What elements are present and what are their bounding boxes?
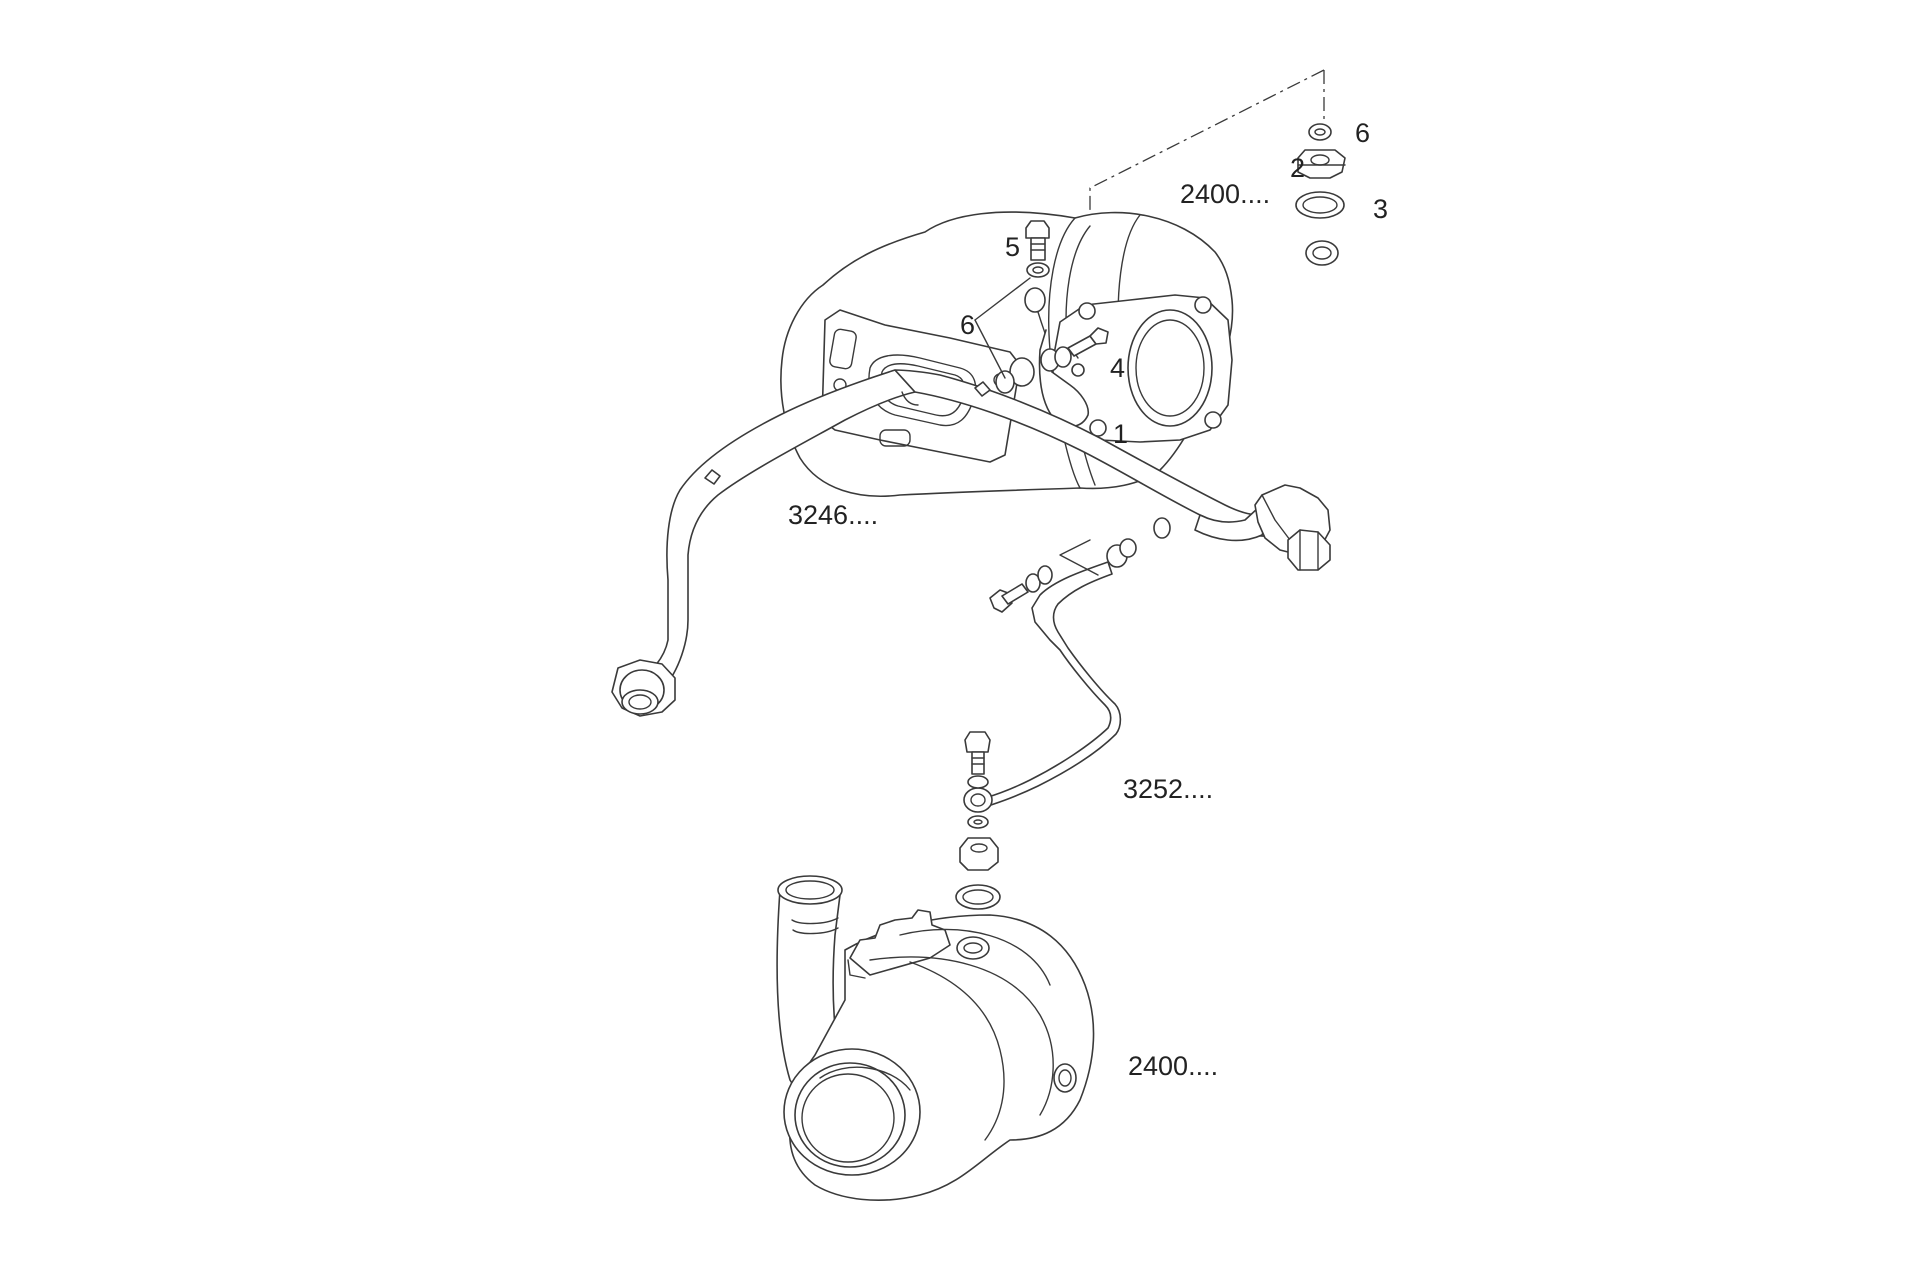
seal-ring-3	[1295, 191, 1345, 219]
label-turbo-bottom: 2400....	[1128, 1051, 1218, 1081]
callouts: 2400.... 3246.... 3252.... 2400.... 6 2 …	[788, 118, 1388, 1081]
label-item-6-right: 6	[1355, 118, 1370, 148]
pipe-3252[interactable]	[963, 538, 1137, 813]
plug-lower	[959, 837, 999, 871]
seal-ring-lower	[955, 884, 1001, 910]
label-item-4: 4	[1110, 353, 1125, 383]
bolt-5	[1025, 220, 1050, 239]
bolt-lower	[964, 731, 991, 753]
label-item-2: 2	[1290, 153, 1305, 183]
label-pipe-3252: 3252....	[1123, 774, 1213, 804]
plug-2	[1297, 149, 1346, 179]
fittings-lower-stack[interactable]	[955, 731, 1001, 910]
washer-6-top	[1308, 123, 1332, 141]
turbocharger-bottom[interactable]	[776, 875, 1095, 1201]
label-item-6-left: 6	[960, 310, 975, 340]
pipe-3246[interactable]	[611, 369, 1331, 717]
washer-6-left	[995, 370, 1015, 394]
label-item-3: 3	[1373, 194, 1388, 224]
label-turbo-top: 2400....	[1180, 179, 1270, 209]
fittings-top-right[interactable]	[1295, 123, 1346, 219]
label-pipe-3246: 3246....	[788, 500, 878, 530]
small-pipe-assembly[interactable]	[974, 220, 1109, 428]
label-item-1: 1	[1113, 419, 1128, 449]
label-item-5: 5	[1005, 232, 1020, 262]
